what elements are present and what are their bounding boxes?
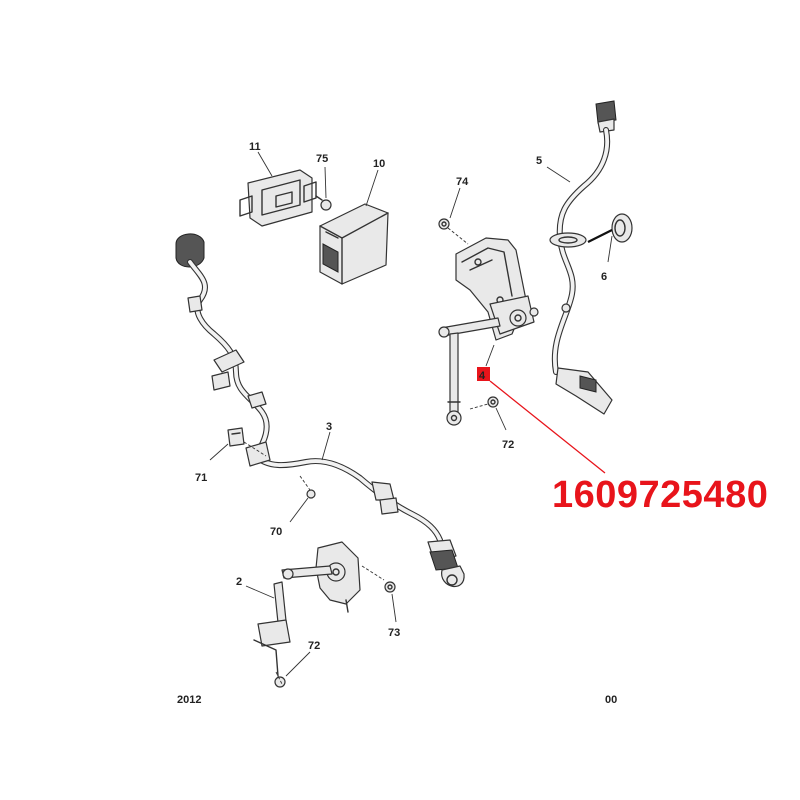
callout-2: 2 (236, 576, 242, 588)
callout-4: 4 (479, 370, 486, 382)
nut-part-74 (438, 218, 450, 230)
callout-74: 74 (456, 176, 469, 188)
callout-75: 75 (316, 153, 328, 165)
footer-code-left: 2012 (177, 694, 201, 706)
callout-11: 11 (249, 141, 261, 153)
callout-10: 10 (373, 158, 385, 170)
clip-part-71 (227, 427, 245, 447)
callout-3: 3 (326, 421, 332, 433)
highlight-leader-line (489, 380, 606, 474)
highlight-marker (477, 367, 490, 381)
control-module-part-10 (319, 203, 389, 285)
callout-70: 70 (270, 526, 282, 538)
part-number-label: 1609725480 (552, 474, 769, 516)
bracket-part-11 (239, 169, 317, 227)
callout-73: 73 (388, 627, 400, 639)
callout-5: 5 (536, 155, 542, 167)
nut-part-73 (384, 581, 396, 593)
footer-code-right: 00 (605, 694, 617, 706)
cable-part-3 (175, 233, 465, 588)
height-sensor-part-2 (253, 541, 361, 688)
grommet-part-6 (611, 213, 633, 243)
callout-71: 71 (195, 472, 207, 484)
nut-part-72-upper (487, 396, 499, 408)
callout-6: 6 (601, 271, 607, 283)
callout-72-upper: 72 (502, 439, 514, 451)
cable-part-5 (549, 100, 617, 415)
screw-part-70 (306, 489, 316, 499)
callout-72-lower: 72 (308, 640, 320, 652)
height-sensor-part-4 (438, 237, 539, 426)
screw-part-75 (315, 195, 332, 211)
